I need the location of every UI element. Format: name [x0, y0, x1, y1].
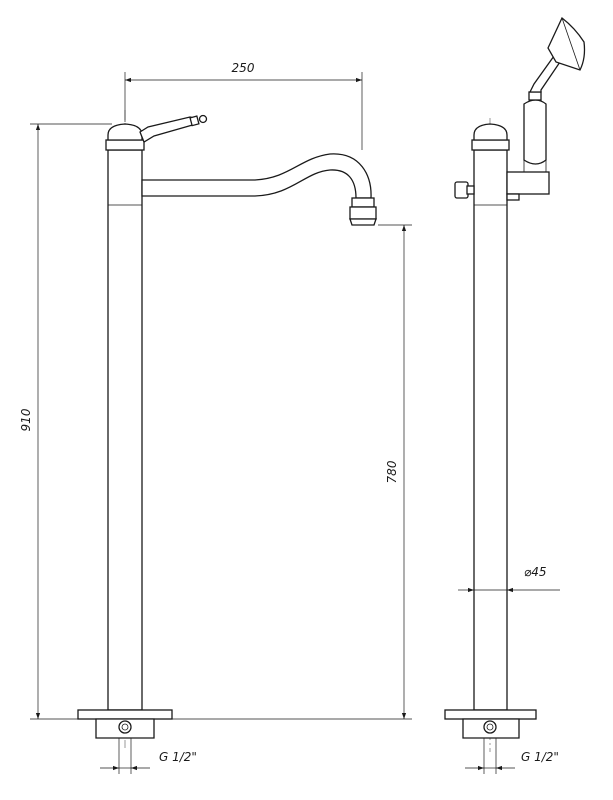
dim-spout-height: 780	[172, 224, 412, 720]
side-cap	[473, 123, 508, 141]
dim-thread-front: G 1/2"	[100, 738, 197, 774]
front-cap	[107, 123, 143, 141]
hand-shower	[523, 16, 586, 172]
side-base-plate	[444, 709, 537, 720]
side-column	[473, 149, 508, 711]
side-inlet	[483, 720, 497, 734]
dim-thread-front-label: G 1/2"	[159, 750, 197, 764]
dim-thread-side-label: G 1/2"	[521, 750, 559, 764]
side-bracket	[506, 171, 550, 201]
dim-diameter: ⌀45	[458, 565, 560, 593]
front-spout	[141, 153, 377, 226]
side-view	[444, 16, 586, 752]
front-handle	[139, 114, 208, 143]
dim-thread-side: G 1/2"	[465, 738, 559, 774]
front-inlet	[118, 720, 132, 734]
side-knob	[454, 181, 475, 199]
dim-spout-reach: 250	[124, 61, 363, 150]
front-view	[77, 110, 377, 748]
front-base-plate	[77, 709, 173, 720]
dim-spout-height-label: 780	[385, 460, 399, 483]
front-column	[107, 149, 143, 711]
dim-total-height-label: 910	[19, 408, 33, 431]
dim-diameter-label: ⌀45	[524, 565, 547, 579]
dim-spout-reach-label: 250	[232, 61, 255, 75]
dim-total-height: 910	[19, 123, 112, 720]
